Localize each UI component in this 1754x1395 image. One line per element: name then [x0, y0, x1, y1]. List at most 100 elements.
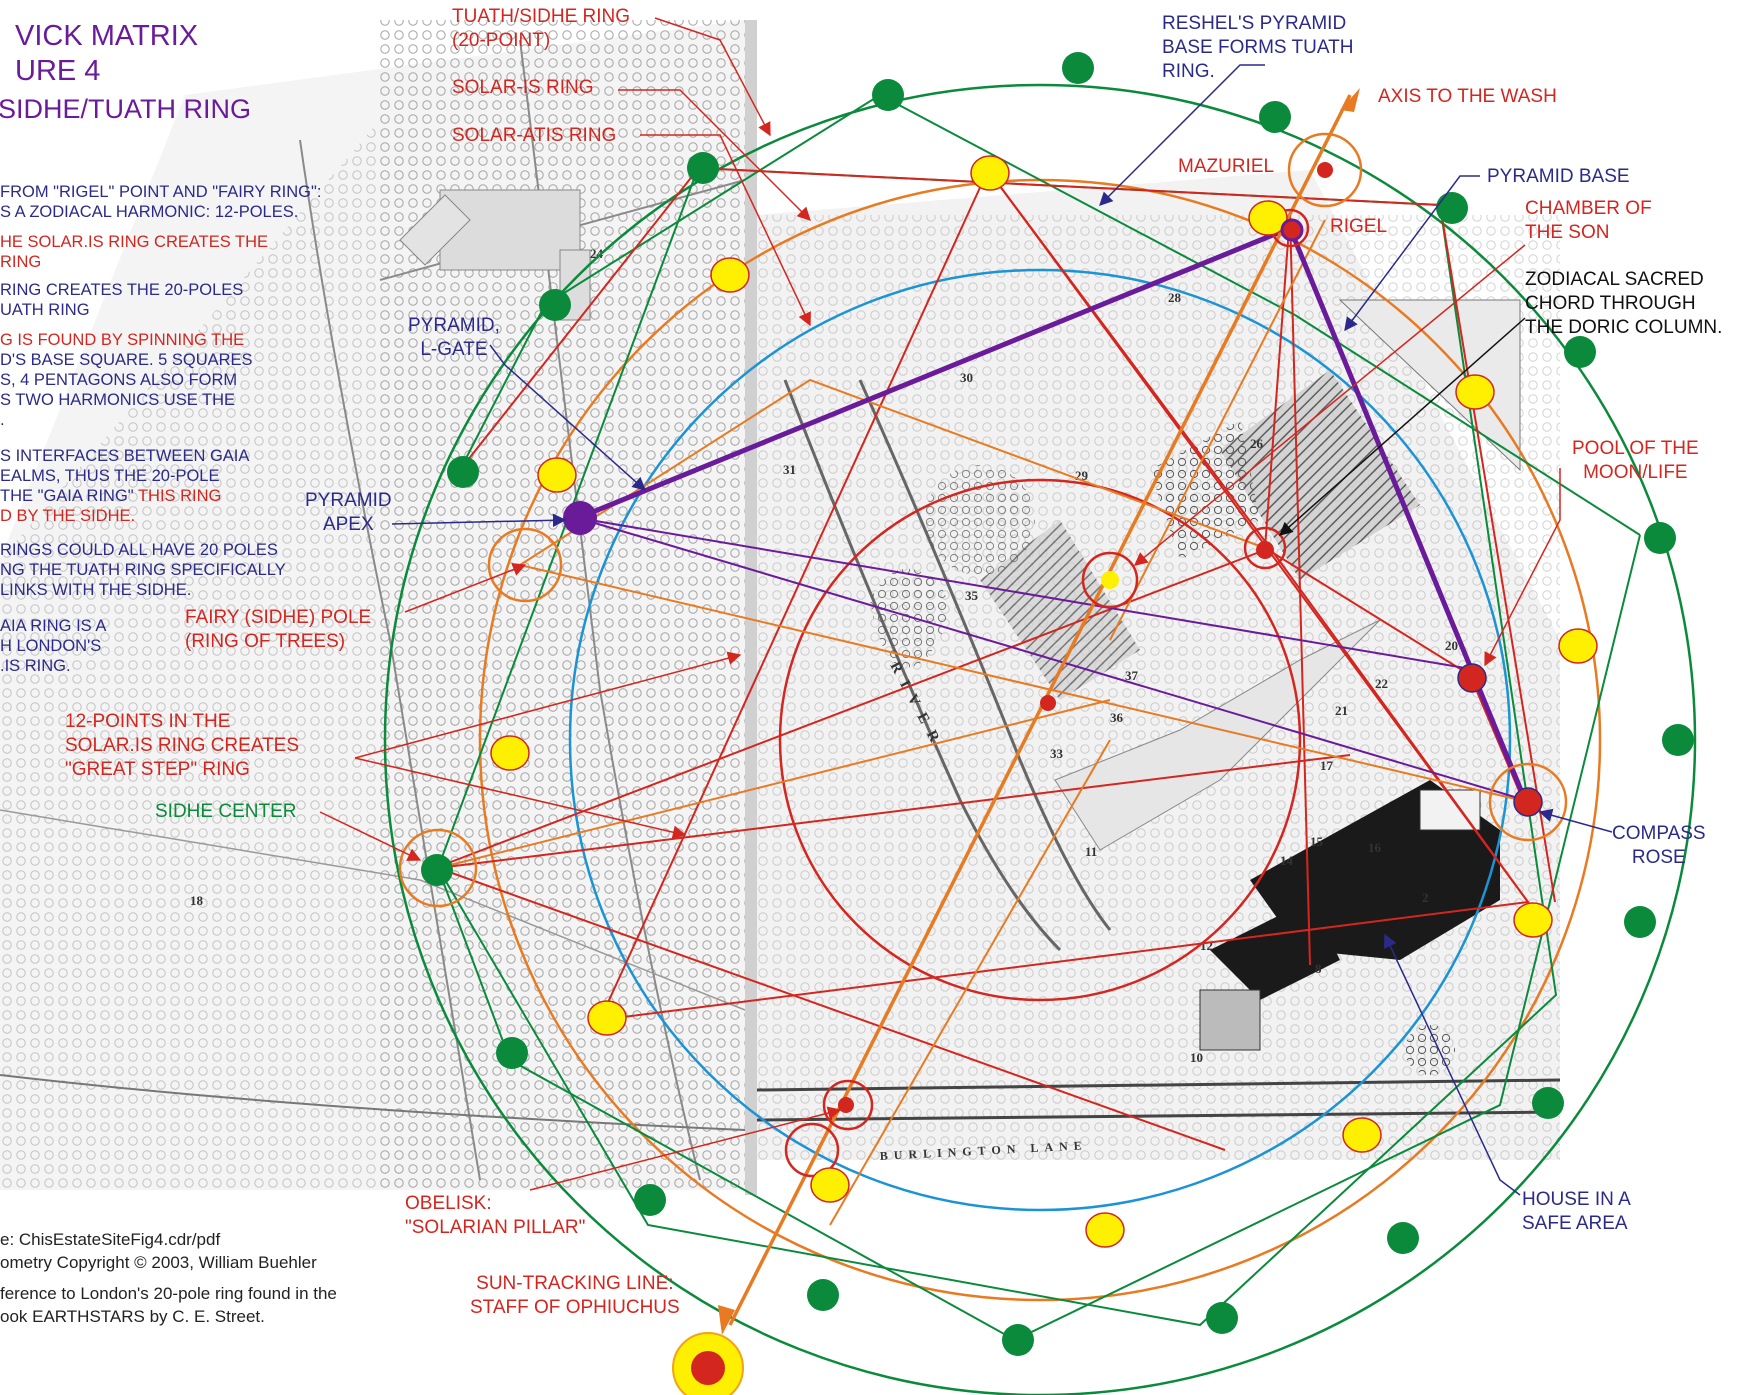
estate-map-right-page — [756, 170, 1561, 1160]
compass-rose-point — [1513, 787, 1543, 817]
note-line: UATH RING — [0, 301, 90, 319]
note-line: RINGS COULD ALL HAVE 20 POLES — [0, 541, 278, 559]
chamber-halo — [1081, 551, 1139, 609]
map-num-16: 16 — [1368, 840, 1382, 855]
note-line: . — [0, 411, 5, 429]
map-num-17: 17 — [1320, 758, 1334, 773]
label-compass-rose: COMPASS ROSE — [1612, 823, 1706, 868]
sun-disc-inner — [691, 1351, 725, 1385]
label-obelisk: OBELISK: "SOLARIAN PILLAR" — [405, 1193, 586, 1238]
figure-title-line2: URE 4 — [15, 55, 101, 87]
special-points — [563, 162, 1543, 1395]
map-num-20: 20 — [1445, 638, 1458, 653]
map-num-11: 11 — [1085, 844, 1097, 859]
sidhe-center-halo — [398, 828, 478, 908]
pool-point — [1457, 663, 1487, 693]
map-num-36: 36 — [1110, 710, 1124, 725]
note-line: NG THE TUATH RING SPECIFICALLY — [0, 561, 286, 579]
note-line: RING CREATES THE 20-POLES — [0, 281, 244, 299]
note-line: LINKS WITH THE SIDHE. — [0, 581, 192, 599]
label-great-step: 12-POINTS IN THE SOLAR.IS RING CREATES "… — [65, 711, 300, 780]
note-line: G IS FOUND BY SPINNING THE — [0, 331, 245, 349]
tuath-sidhe-ring — [383, 83, 1697, 1395]
figure-title-line1: VICK MATRIX — [15, 20, 199, 52]
chamber-point — [1101, 571, 1119, 589]
map-num-22: 22 — [1375, 676, 1388, 691]
rigel-point — [1280, 218, 1304, 242]
label-axis-to-wash: AXIS TO THE WASH — [1378, 86, 1557, 107]
mazuriel-point — [1317, 162, 1333, 178]
note-line: D'S BASE SQUARE. 5 SQUARES — [0, 351, 253, 369]
label-sun-tracking-line: SUN-TRACKING LINE: STAFF OF OPHIUCHUS — [470, 1273, 680, 1318]
zodiacal-halo — [1243, 526, 1287, 570]
note-line: S INTERFACES BETWEEN GAIA — [0, 447, 250, 465]
note-line: .IS RING. — [0, 657, 71, 675]
label-fairy-pole: FAIRY (SIDHE) POLE (RING OF TREES) — [185, 607, 372, 652]
map-num-24: 24 — [590, 246, 604, 261]
label-mazuriel: MAZURIEL — [1178, 156, 1275, 177]
note-line: HE SOLAR.IS RING CREATES THE — [0, 233, 269, 251]
label-reshel-pyramid: RESHEL'S PYRAMID BASE FORMS TUATH RING. — [1162, 13, 1354, 82]
map-num-33: 33 — [1050, 746, 1064, 761]
label-house-safe-area: HOUSE IN A SAFE AREA — [1522, 1189, 1631, 1234]
axis-arrowhead-south — [718, 1305, 735, 1335]
note-line: AIA RING IS A — [0, 617, 107, 635]
label-pool-of-the-moon: POOL OF THE MOON/LIFE — [1572, 438, 1699, 483]
great-step-ring — [778, 478, 1302, 1002]
compass-rose-halo — [1488, 762, 1568, 842]
note-line: S, 4 PENTAGONS ALSO FORM — [0, 371, 238, 389]
label-rigel: RIGEL — [1330, 216, 1388, 237]
footer-copyright: ometry Copyright © 2003, William Buehler — [0, 1253, 317, 1272]
footer-reference-2: ook EARTHSTARS by C. E. Street. — [0, 1307, 265, 1326]
note-line: EALMS, THUS THE 20-POLE — [0, 467, 220, 485]
obelisk-halo-2 — [784, 1122, 840, 1178]
fairy-pole-halo — [487, 527, 563, 603]
label-pyramid-base: PYRAMID BASE — [1487, 166, 1630, 187]
note-line: S A ZODIACAL HARMONIC: 12-POLES. — [0, 203, 299, 221]
map-num-37: 37 — [1125, 668, 1139, 683]
map-num-35: 35 — [965, 588, 979, 603]
label-zodiacal-chord: ZODIACAL SACRED CHORD THROUGH THE DORIC … — [1525, 269, 1723, 338]
yellow-poles — [490, 155, 1598, 1248]
note-fragment: THE "GAIA RING" — [0, 487, 138, 505]
zodiacal-point — [1256, 541, 1274, 559]
green-poles — [421, 52, 1694, 1356]
note-line: H LONDON'S — [0, 637, 102, 655]
map-num-28: 28 — [1168, 290, 1182, 305]
map-num-10: 10 — [1190, 1050, 1203, 1065]
obelisk-halo — [822, 1079, 874, 1131]
page-gutter — [745, 20, 757, 1195]
solar-atis-ring — [568, 268, 1512, 1212]
callout-arrows — [319, 17, 1613, 1196]
note-line: S TWO HARMONICS USE THE — [0, 391, 235, 409]
label-pyramid-apex: PYRAMID APEX — [305, 490, 392, 535]
note-line: THE "GAIA RING" THIS RING — [0, 486, 221, 506]
map-num-14: 14 — [1280, 853, 1294, 868]
sun-tracking-axis — [718, 88, 1360, 1335]
mazuriel-halo — [1287, 132, 1363, 208]
map-num-21: 21 — [1335, 703, 1348, 718]
map-num-31: 31 — [783, 462, 796, 477]
note-line: FROM "RIGEL" POINT AND "FAIRY RING": — [0, 183, 322, 201]
note-line: RING — [0, 253, 42, 271]
map-num-2: 2 — [1422, 890, 1429, 905]
footer-file: e: ChisEstateSiteFig4.cdr/pdf — [0, 1230, 221, 1249]
axis-arrowhead-north — [1340, 88, 1360, 112]
map-num-15: 15 — [1310, 834, 1324, 849]
map-num-30: 30 — [960, 370, 973, 385]
note-fragment: THIS RING — [137, 487, 222, 505]
pyramid-apex-point — [563, 501, 597, 535]
obelisk-point — [838, 1097, 854, 1113]
map-num-8: 8 — [1315, 961, 1322, 976]
map-num-26: 26 — [1250, 436, 1264, 451]
note-line: D BY THE SIDHE. — [0, 507, 136, 525]
label-sidhe-center: SIDHE CENTER — [155, 801, 297, 822]
center-point — [1040, 695, 1056, 711]
label-pyramid-lgate: PYRAMID, L-GATE — [408, 315, 500, 360]
label-solar-is-ring: SOLAR-IS RING — [452, 77, 594, 98]
figure-title-line3: SIDHE/TUATH RING — [0, 94, 252, 124]
halo-circles — [398, 132, 1568, 1178]
label-tuath-sidhe-ring: TUATH/SIDHE RING (20-POINT) — [452, 6, 631, 51]
label-chamber-of-the-son: CHAMBER OF THE SON — [1525, 198, 1652, 243]
